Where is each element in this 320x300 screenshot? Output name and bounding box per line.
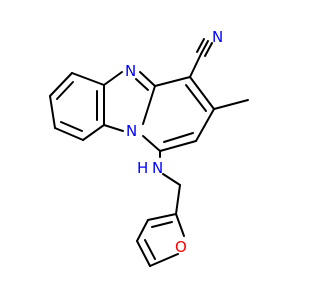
atom-labels: N N N N H O (125, 28, 223, 256)
bond-c4-c3-inner (185, 84, 207, 112)
amine-linker (159, 150, 181, 215)
bond-methyl (213, 99, 249, 110)
bond-c9a-nbridge (103, 124, 124, 132)
bond-furan-c3-c2 (147, 213, 177, 221)
structure-diagram: N N N N H O (49, 28, 249, 267)
bond-benz-2 (49, 72, 73, 97)
imidazole-ring (103, 71, 156, 132)
bond-nimine-c3a (103, 71, 123, 86)
atom-h-amine: H (137, 159, 148, 177)
furan-ring (136, 213, 185, 267)
pyridine-ring (142, 76, 215, 152)
molecule-canvas: N N N N H O (49, 28, 249, 267)
bond-c1-nbridge (142, 135, 161, 152)
bond-furan-c4-c3 (136, 219, 149, 242)
bond-furan-c5-c4-inner (144, 239, 156, 260)
bond-benz-2-inner (56, 81, 74, 100)
bond-c-c-nitrile (189, 53, 202, 78)
atom-n-bridge: N (126, 122, 137, 140)
bond-c-n-triple-1 (200, 40, 209, 55)
bond-c3-c2 (195, 108, 215, 142)
bond-c4a-nimine (139, 71, 156, 87)
bond-benz-4-inner (60, 121, 83, 132)
bond-furan-c3-c2-inner (151, 221, 173, 228)
bond-furan-c2-o (175, 213, 185, 237)
bond-nbridge-c4a (142, 85, 156, 125)
atom-n-imine: N (125, 62, 136, 80)
bond-c4a-c4 (154, 76, 191, 87)
nitrile-group (189, 38, 213, 78)
atom-n-nitrile: N (212, 28, 223, 46)
bond-c4-c3 (189, 76, 215, 110)
bond-ch2-furan (175, 184, 181, 215)
bond-c4a-nimine-inner (135, 78, 149, 91)
bond-c2-c1-inner (163, 132, 194, 143)
bond-c-n-triple-3 (196, 38, 205, 53)
bond-benz-1 (71, 72, 105, 86)
bond-benz-5 (82, 124, 105, 141)
bond-c2-c1 (159, 140, 197, 152)
bond-c-n-triple-2 (204, 42, 213, 57)
atom-n-amine: N (152, 159, 163, 177)
bond-furan-c5-c4 (136, 240, 151, 267)
benzene-ring (49, 72, 105, 141)
atom-o-furan: O (175, 238, 187, 256)
bond-benz-4 (54, 127, 84, 141)
bond-benz-3 (49, 95, 56, 129)
bond-furan-o-c5 (149, 253, 179, 267)
bond-namine-ch2 (162, 173, 181, 186)
